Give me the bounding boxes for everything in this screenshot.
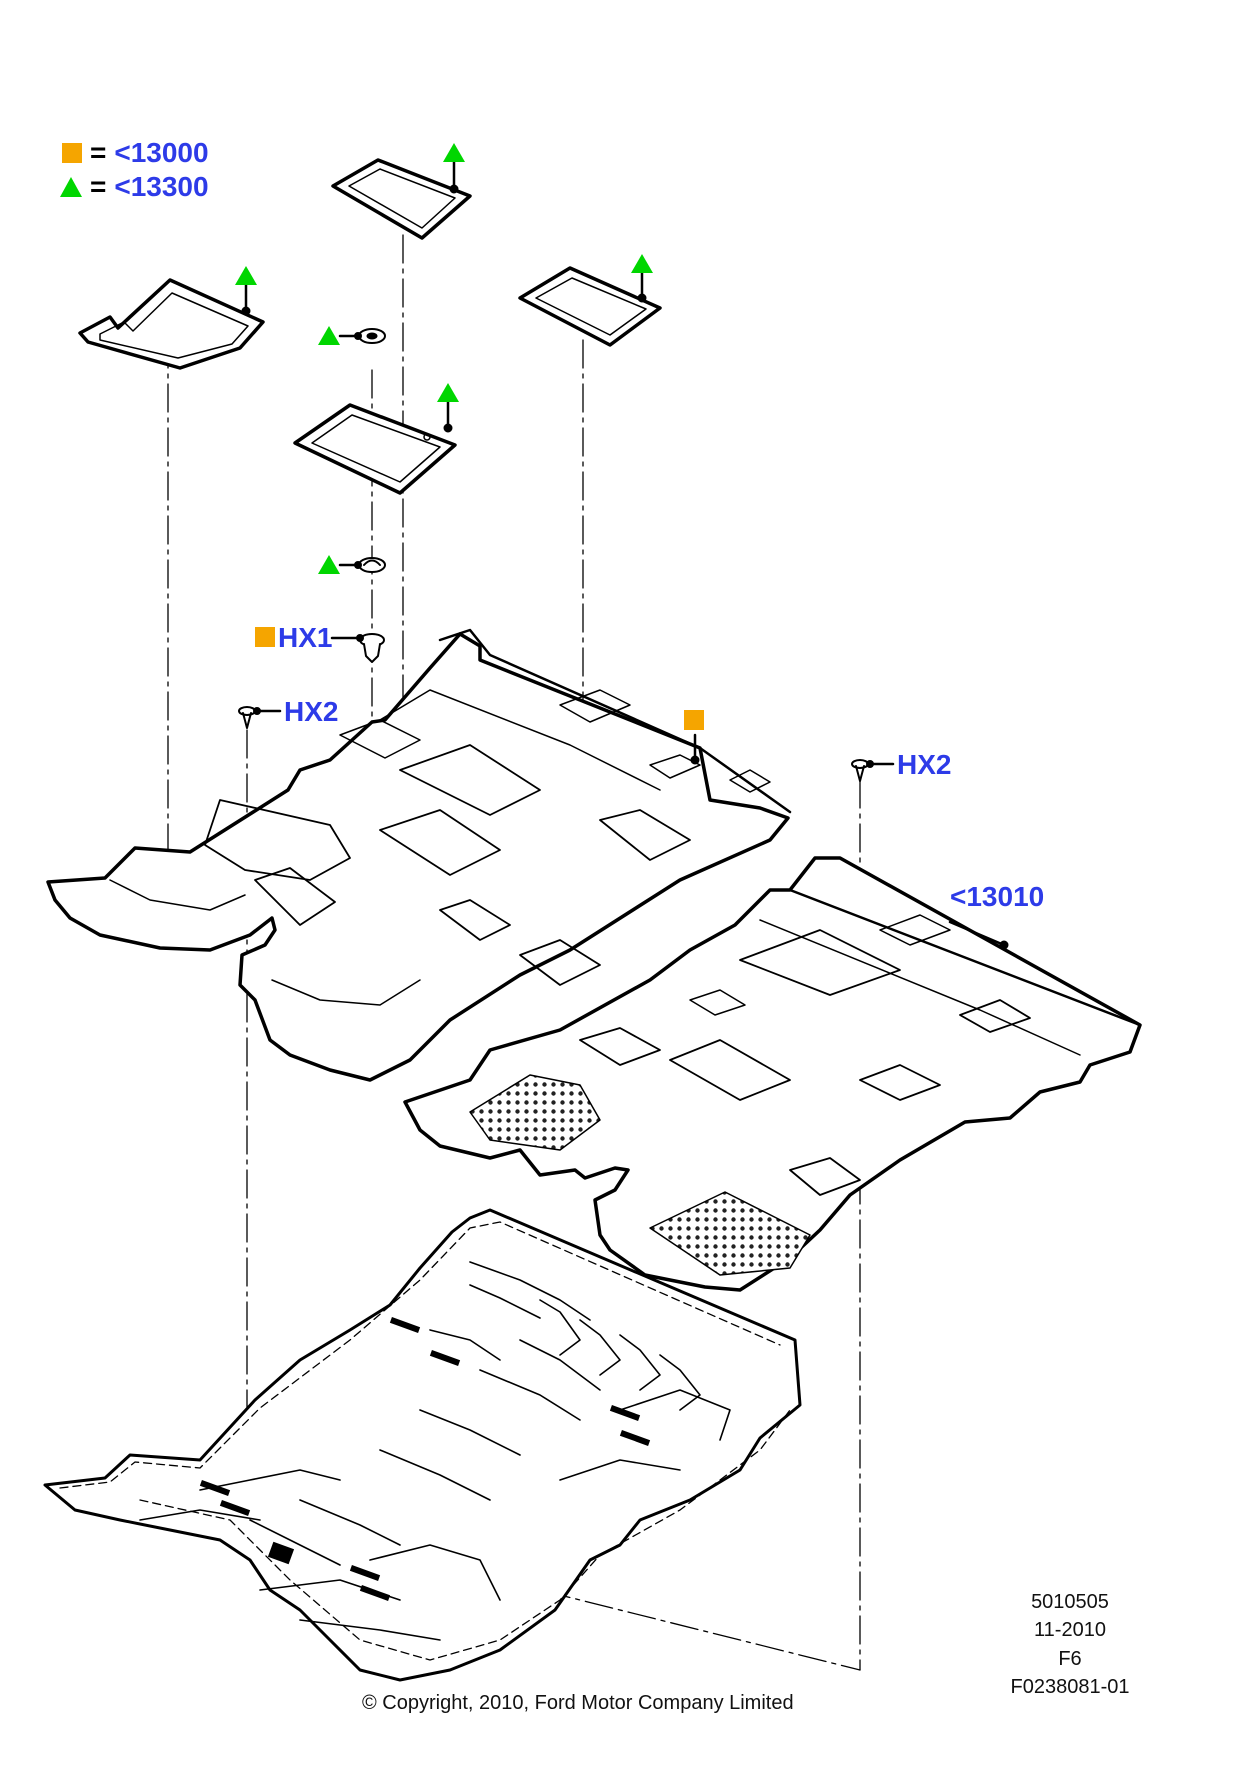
legend-code: <13300	[114, 171, 209, 202]
drawing-section: F6	[1058, 1647, 1082, 1670]
floor-pan-body	[43, 1208, 802, 1682]
drawing-number: 5010505	[1031, 1591, 1109, 1613]
mat-front-left	[78, 278, 265, 370]
markers	[235, 143, 704, 730]
fastener-hx2-right	[851, 759, 895, 782]
triangle-icon	[437, 383, 459, 402]
retainer-clip-top	[338, 328, 386, 344]
floor-carpet-lower	[403, 856, 1142, 1292]
mat-small-center-top	[331, 158, 472, 240]
fastener-hx2-left	[238, 706, 282, 729]
legend-row-13300: = <13300	[60, 171, 209, 203]
legend-equals: =	[90, 137, 107, 168]
square-icon	[62, 143, 82, 163]
legend-equals: =	[90, 171, 107, 202]
triangle-icon	[235, 266, 257, 285]
callout-hx2-right: HX2	[897, 749, 952, 780]
fastener-hx1	[330, 633, 385, 663]
mat-center-middle	[293, 400, 457, 495]
retainer-clip-lower	[338, 557, 386, 573]
drawing-reference: F0238081-01	[1010, 1676, 1130, 1699]
callout-hx1: HX1	[278, 622, 333, 653]
triangle-icon	[318, 326, 340, 345]
square-icon	[684, 710, 704, 730]
drawing-date: 11-2010	[1034, 1619, 1106, 1642]
drawing-metadata: 5010505 11-2010 F6 F0238081-01	[1000, 1588, 1140, 1702]
mat-right	[518, 266, 662, 347]
triangle-icon	[318, 555, 340, 574]
copyright-notice: © Copyright, 2010, Ford Motor Company Li…	[362, 1692, 794, 1714]
floor-carpet-upper	[46, 628, 792, 1082]
triangle-icon	[443, 143, 465, 162]
legend-row-13000: = <13000	[62, 137, 209, 169]
legend-code: <13000	[114, 137, 209, 168]
triangle-icon	[60, 177, 82, 197]
square-icon	[255, 627, 275, 647]
triangle-icon	[631, 254, 653, 273]
callout-13010: <13010	[950, 881, 1045, 912]
callout-hx2-left: HX2	[284, 696, 339, 727]
